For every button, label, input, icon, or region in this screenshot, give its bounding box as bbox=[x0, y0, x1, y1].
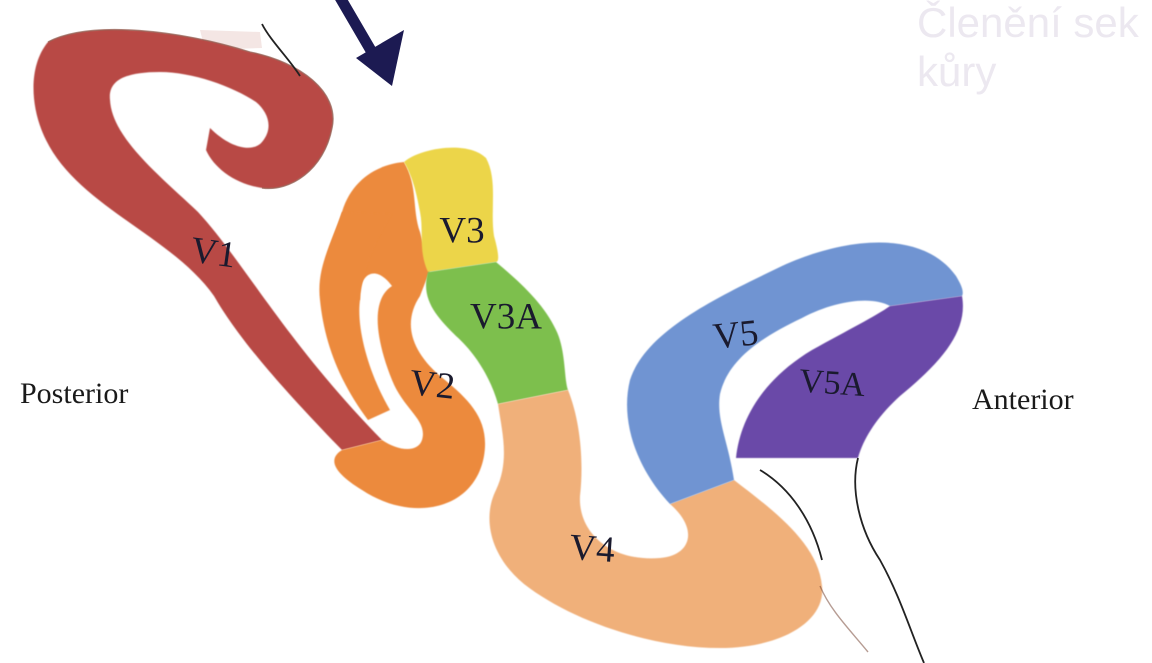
direction-arrow-icon bbox=[335, 0, 404, 86]
region-v2-strip bbox=[319, 212, 392, 420]
label-v3a: V3A bbox=[470, 296, 542, 337]
region-v3 bbox=[404, 147, 499, 272]
region-v5a bbox=[736, 296, 963, 458]
region-v4 bbox=[489, 390, 823, 648]
region-v1 bbox=[33, 29, 382, 450]
slide-title: Členění sek kůry bbox=[917, 0, 1139, 95]
label-v3: V3 bbox=[439, 210, 484, 251]
label-v4: V4 bbox=[568, 527, 616, 571]
region-v3a bbox=[426, 262, 568, 404]
label-anterior: Anterior bbox=[972, 383, 1074, 416]
region-v5 bbox=[627, 242, 963, 504]
label-v1: V1 bbox=[188, 230, 239, 277]
label-v5a: V5A bbox=[798, 363, 867, 405]
label-posterior: Posterior bbox=[20, 377, 128, 410]
contour-lines bbox=[261, 23, 925, 663]
label-v5: V5 bbox=[711, 312, 760, 358]
label-v2: V2 bbox=[408, 362, 457, 408]
